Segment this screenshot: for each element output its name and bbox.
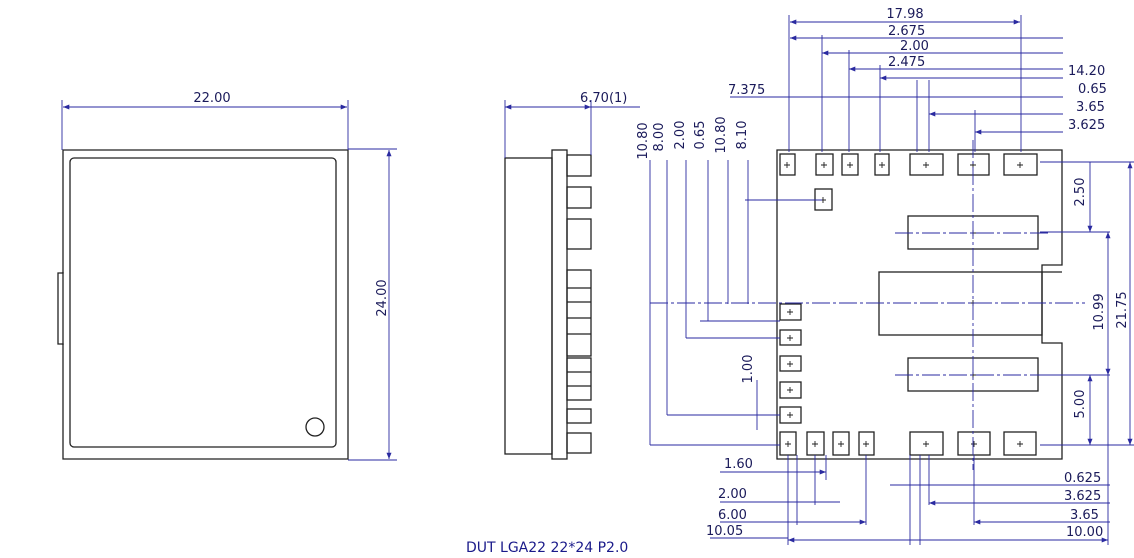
svg-text:1.00: 1.00 [741,355,756,384]
footprint-outline [776,149,1063,460]
drawing-caption: DUT LGA22 22*24 P2.0 [466,540,628,556]
svg-text:14.20: 14.20 [1068,64,1105,79]
svg-text:2.00: 2.00 [718,487,747,502]
left-vertical-dims: 10.80 8.00 2.00 0.65 10.80 8.10 1.00 [636,116,822,446]
svg-text:8.00: 8.00 [652,123,667,152]
centre-lines [650,140,1085,470]
side-body [504,157,553,455]
svg-text:8.10: 8.10 [735,121,750,150]
top-view: 22.00 24.00 [57,91,397,461]
right-vertical-dims: 2.50 10.99 21.75 5.00 [1040,161,1134,446]
pad-centre-marks [784,162,1023,447]
svg-text:0.65: 0.65 [1078,82,1107,97]
svg-text:17.98: 17.98 [886,7,923,22]
svg-text:2.675: 2.675 [888,24,925,39]
svg-text:0.625: 0.625 [1064,471,1101,486]
svg-text:2.00: 2.00 [673,121,688,150]
svg-text:0.65: 0.65 [693,121,708,150]
pin1-marker [305,417,325,437]
svg-text:21.75: 21.75 [1115,291,1130,328]
svg-text:10.80: 10.80 [714,116,729,153]
side-view: 6.70(1) [504,91,640,460]
svg-text:10.05: 10.05 [706,524,743,539]
top-pads [779,153,1038,211]
central-pad [878,271,1043,336]
footprint-view: 17.98 2.675 2.00 2.475 14.20 7.375 0.65 … [636,7,1134,545]
svg-text:5.00: 5.00 [1073,390,1088,419]
svg-text:3.65: 3.65 [1070,508,1099,523]
top-width-label: 22.00 [193,91,230,106]
svg-text:10.00: 10.00 [1066,525,1103,540]
top-height-label: 24.00 [375,279,390,316]
side-pins [566,154,592,454]
svg-text:7.375: 7.375 [728,83,765,98]
svg-text:1.60: 1.60 [724,457,753,472]
top-dim-labels: 17.98 2.675 2.00 2.475 14.20 7.375 0.65 … [728,7,1107,133]
left-pads [779,303,802,424]
svg-text:3.625: 3.625 [1064,489,1101,504]
side-thickness-label: 6.70(1) [580,91,627,106]
side-substrate [551,149,568,460]
bottom-dims: 1.60 2.00 6.00 10.05 0.625 3.625 3.65 10… [706,375,1110,545]
svg-text:2.50: 2.50 [1073,178,1088,207]
svg-text:3.65: 3.65 [1076,100,1105,115]
top-view-inner-panel [69,157,337,448]
svg-text:10.80: 10.80 [636,122,651,159]
top-view-outline [57,149,349,460]
svg-text:3.625: 3.625 [1068,118,1105,133]
svg-text:10.99: 10.99 [1092,293,1107,330]
bottom-pads [779,431,1037,456]
svg-text:2.475: 2.475 [888,55,925,70]
svg-text:2.00: 2.00 [900,39,929,54]
svg-text:6.00: 6.00 [718,508,747,523]
